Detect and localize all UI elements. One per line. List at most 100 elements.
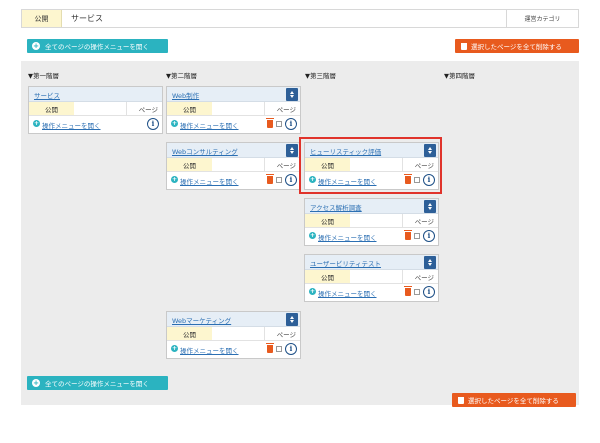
delete-selected-button[interactable]: 選択したページを全て削除する xyxy=(455,39,579,53)
card-header: サービス xyxy=(29,87,162,102)
page-card: ユーザービリティテスト 公開 ページ + 操作メニューを開く i xyxy=(304,254,439,302)
page-title-link[interactable]: Web制作 xyxy=(172,92,200,100)
page-status: 公開 xyxy=(305,214,350,227)
page-title-link[interactable]: アクセス解析調査 xyxy=(310,204,362,212)
open-all-menus-button[interactable]: + 全てのページの操作メニューを開く xyxy=(27,39,168,53)
info-icon[interactable]: i xyxy=(423,286,435,298)
card-meta-row: 公開 ページ xyxy=(305,158,438,172)
category-label: 運営カテゴリ xyxy=(506,10,578,27)
page-type: ページ xyxy=(402,158,438,171)
select-checkbox[interactable] xyxy=(276,346,282,352)
select-checkbox[interactable] xyxy=(414,289,420,295)
card-meta-row: 公開 ページ xyxy=(305,214,438,228)
card-meta-row: 公開 ページ xyxy=(29,102,162,116)
page-type: ページ xyxy=(402,270,438,283)
card-meta-row: 公開 ページ xyxy=(305,270,438,284)
open-menu-link[interactable]: 操作メニューを開く xyxy=(180,347,239,355)
select-checkbox[interactable] xyxy=(414,177,420,183)
card-header: アクセス解析調査 xyxy=(305,199,438,214)
card-header: ユーザービリティテスト xyxy=(305,255,438,270)
plus-circle-icon: + xyxy=(32,379,40,387)
plus-circle-icon: + xyxy=(171,176,178,183)
page-type: ページ xyxy=(264,158,300,171)
open-all-menus-button-bottom[interactable]: + 全てのページの操作メニューを開く xyxy=(27,376,168,390)
open-menu-link[interactable]: 操作メニューを開く xyxy=(318,178,377,186)
page-type: ページ xyxy=(264,102,300,115)
select-checkbox[interactable] xyxy=(414,233,420,239)
card-meta-row: 公開 ページ xyxy=(167,327,300,341)
sort-handle-icon[interactable] xyxy=(424,256,436,269)
page-status: 公開 xyxy=(305,270,350,283)
sort-handle-icon[interactable] xyxy=(286,144,298,157)
trash-icon[interactable] xyxy=(266,118,274,128)
page-title-link[interactable]: サービス xyxy=(34,92,60,100)
page-status: 公開 xyxy=(167,327,212,340)
page-card: ヒューリスティック評価 公開 ページ + 操作メニューを開く i xyxy=(304,142,439,190)
trash-icon xyxy=(458,396,464,404)
open-all-menus-label: 全てのページの操作メニューを開く xyxy=(45,380,149,388)
delete-selected-button-bottom[interactable]: 選択したページを全て削除する xyxy=(452,393,576,407)
page-card: サービス 公開 ページ + 操作メニューを開く i xyxy=(28,86,163,134)
page-card: Web制作 公開 ページ + 操作メニューを開く i xyxy=(166,86,301,134)
card-footer: + 操作メニューを開く i xyxy=(167,172,300,189)
info-icon[interactable]: i xyxy=(285,174,297,186)
trash-icon[interactable] xyxy=(266,343,274,353)
trash-icon[interactable] xyxy=(404,286,412,296)
page-status: 公開 xyxy=(305,158,350,171)
info-icon[interactable]: i xyxy=(147,118,159,130)
sort-handle-icon[interactable] xyxy=(424,200,436,213)
info-icon[interactable]: i xyxy=(423,174,435,186)
page-status: 公開 xyxy=(167,102,212,115)
level-header-2: ▼第二階層 xyxy=(166,71,197,80)
trash-icon[interactable] xyxy=(404,230,412,240)
trash-icon[interactable] xyxy=(266,174,274,184)
open-menu-link[interactable]: 操作メニューを開く xyxy=(318,234,377,242)
plus-circle-icon: + xyxy=(171,345,178,352)
delete-selected-label: 選択したページを全て削除する xyxy=(471,43,562,51)
plus-circle-icon: + xyxy=(33,120,40,127)
plus-circle-icon: + xyxy=(309,288,316,295)
sort-handle-icon[interactable] xyxy=(286,88,298,101)
sort-handle-icon[interactable] xyxy=(286,313,298,326)
open-menu-link[interactable]: 操作メニューを開く xyxy=(318,290,377,298)
page-title-link[interactable]: ヒューリスティック評価 xyxy=(310,148,382,156)
card-footer: + 操作メニューを開く i xyxy=(305,284,438,301)
page-card: アクセス解析調査 公開 ページ + 操作メニューを開く i xyxy=(304,198,439,246)
page-status: 公開 xyxy=(29,102,74,115)
level-header-4: ▼第四階層 xyxy=(444,71,475,80)
sort-handle-icon[interactable] xyxy=(424,144,436,157)
card-header: Webコンサルティング xyxy=(167,143,300,158)
card-footer: + 操作メニューを開く i xyxy=(167,116,300,133)
card-header: ヒューリスティック評価 xyxy=(305,143,438,158)
info-icon[interactable]: i xyxy=(285,118,297,130)
page-title: サービス xyxy=(71,14,103,23)
card-footer: + 操作メニューを開く i xyxy=(29,116,162,133)
card-footer: + 操作メニューを開く i xyxy=(305,228,438,245)
page-card: Webコンサルティング 公開 ページ + 操作メニューを開く i xyxy=(166,142,301,190)
card-footer: + 操作メニューを開く i xyxy=(167,341,300,358)
page-status: 公開 xyxy=(167,158,212,171)
card-header: Webマーケティング xyxy=(167,312,300,327)
level-header-3: ▼第三階層 xyxy=(305,71,336,80)
open-menu-link[interactable]: 操作メニューを開く xyxy=(180,122,239,130)
delete-selected-label: 選択したページを全て削除する xyxy=(468,397,559,405)
open-menu-link[interactable]: 操作メニューを開く xyxy=(180,178,239,186)
page-type: ページ xyxy=(126,102,162,115)
info-icon[interactable]: i xyxy=(285,343,297,355)
page-title-link[interactable]: ユーザービリティテスト xyxy=(310,260,381,268)
page-title-link[interactable]: Webマーケティング xyxy=(172,317,232,325)
card-meta-row: 公開 ページ xyxy=(167,102,300,116)
plus-circle-icon: + xyxy=(309,176,316,183)
trash-icon[interactable] xyxy=(404,174,412,184)
selection-highlight xyxy=(299,137,442,194)
page-title-link[interactable]: Webコンサルティング xyxy=(172,148,238,156)
select-checkbox[interactable] xyxy=(276,121,282,127)
card-footer: + 操作メニューを開く i xyxy=(305,172,438,189)
open-menu-link[interactable]: 操作メニューを開く xyxy=(42,122,101,130)
open-all-menus-label: 全てのページの操作メニューを開く xyxy=(45,43,149,51)
select-checkbox[interactable] xyxy=(276,177,282,183)
page-type: ページ xyxy=(264,327,300,340)
page-type: ページ xyxy=(402,214,438,227)
plus-circle-icon: + xyxy=(171,120,178,127)
info-icon[interactable]: i xyxy=(423,230,435,242)
